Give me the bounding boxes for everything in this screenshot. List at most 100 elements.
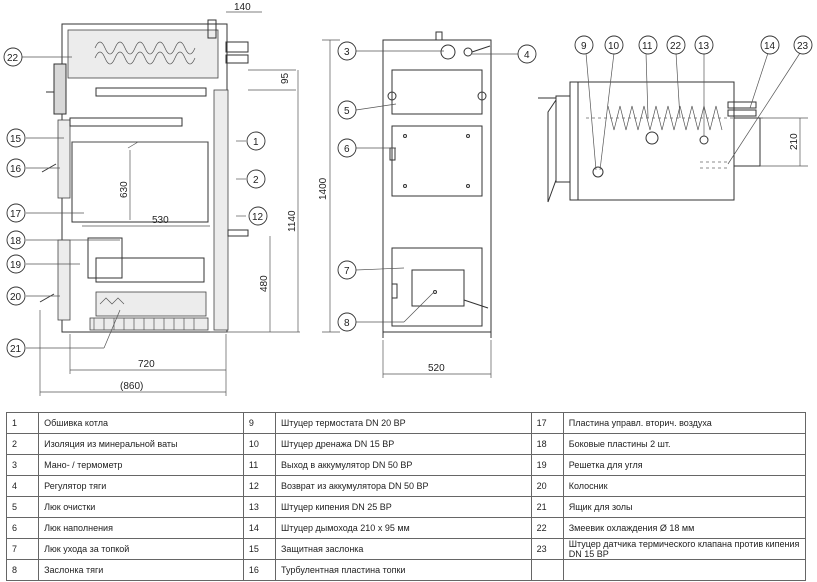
callout-14: 14 [764,41,776,52]
callout-10: 10 [608,41,620,52]
legend-number: 15 [242,538,276,560]
legend-text: Штуцер дренажа DN 15 ВР [274,433,532,455]
dim-520: 520 [428,363,445,374]
legend-text: Решетка для угля [562,454,807,476]
legend-number: 3 [5,454,40,476]
dim-210: 210 [789,133,800,150]
legend-number: 9 [242,412,276,434]
legend-number: 16 [242,559,276,581]
top-callouts: 9 10 11 22 13 14 23 [574,35,813,171]
legend-text: Штуцер кипения DN 25 ВР [274,496,532,518]
dim-720: 720 [138,359,155,370]
callout-6: 6 [344,144,350,155]
boiler-drawing: 140 95 630 530 1140 480 720 (860) [3,2,813,396]
callout-2: 2 [253,175,259,186]
callout-7: 7 [344,266,350,277]
callout-21: 21 [10,344,22,355]
dim-1140: 1140 [287,210,298,232]
callout-20: 20 [10,292,22,303]
legend-number: 13 [242,496,276,518]
legend-number: 20 [530,475,564,497]
legend-number: 10 [242,433,276,455]
front-view: 1400 520 [318,31,492,378]
legend-text: Люк очистки [38,496,244,518]
legend-number: 23 [530,538,564,560]
legend-text: Заслонка тяги [38,559,244,581]
legend-text: Возврат из аккумулятора DN 50 ВР [274,475,532,497]
legend-text: Ящик для золы [562,496,807,518]
callout-1: 1 [253,137,259,148]
legend-text: Изоляция из минеральной ваты [38,433,244,455]
callout-22-top: 22 [670,41,682,52]
legend-number: 6 [5,517,40,539]
callout-5: 5 [344,106,350,117]
legend-text: Люк ухода за топкой [38,538,244,560]
legend-text: Мано- / термометр [38,454,244,476]
legend-text: Защитная заслонка [274,538,532,560]
front-callouts: 3 5 6 7 8 4 [337,41,537,332]
callout-23: 23 [797,41,809,52]
legend-text [562,559,807,581]
legend-number: 11 [242,454,276,476]
legend-text: Штуцер датчика термического клапана прот… [562,538,807,560]
legend-number: 7 [5,538,40,560]
legend-text: Пластина управл. вторич. воздуха [562,412,807,434]
legend-text: Турбулентная пластина топки [274,559,532,581]
callout-17: 17 [10,209,22,220]
callout-19: 19 [10,260,22,271]
callout-15: 15 [10,134,22,145]
side-callouts: 22 15 16 17 18 19 20 21 1 2 12 [3,47,268,358]
side-dimensions: 140 95 630 530 1140 480 720 (860) [39,2,300,396]
legend-text: Выход в аккумулятор DN 50 ВР [274,454,532,476]
legend-number: 5 [5,496,40,518]
dim-860: (860) [120,381,143,392]
dim-630: 630 [119,181,130,198]
dim-95: 95 [280,72,291,84]
callout-12: 12 [252,212,264,223]
side-section-view [39,19,249,333]
legend-text: Штуцер термостата DN 20 ВР [274,412,532,434]
legend-number: 12 [242,475,276,497]
legend-text: Регулятор тяги [38,475,244,497]
top-view: 210 [538,81,808,203]
callout-8: 8 [344,318,350,329]
legend-number: 1 [5,412,40,434]
legend-text: Обшивка котла [38,412,244,434]
dim-140: 140 [234,2,251,13]
legend-text: Боковые пластины 2 шт. [562,433,807,455]
legend-number: 18 [530,433,564,455]
legend-number: 2 [5,433,40,455]
legend-number: 22 [530,517,564,539]
callout-9: 9 [581,41,587,52]
legend-number [530,559,564,581]
callout-22-side: 22 [7,53,19,64]
legend-number: 17 [530,412,564,434]
callout-13: 13 [698,41,710,52]
dim-1400: 1400 [318,177,329,200]
callout-4: 4 [524,50,530,61]
legend-number: 21 [530,496,564,518]
legend-number: 19 [530,454,564,476]
callout-3: 3 [344,47,350,58]
legend-text: Штуцер дымохода 210 x 95 мм [274,517,532,539]
callout-11: 11 [642,41,653,52]
dim-530: 530 [152,215,169,226]
legend-text: Люк наполнения [38,517,244,539]
legend-text: Колосник [562,475,807,497]
dim-480: 480 [259,275,270,292]
callout-18: 18 [10,236,22,247]
legend-number: 14 [242,517,276,539]
legend-number: 4 [5,475,40,497]
callout-16: 16 [10,164,22,175]
legend-text: Змеевик охлаждения Ø 18 мм [562,517,807,539]
legend-number: 8 [5,559,40,581]
